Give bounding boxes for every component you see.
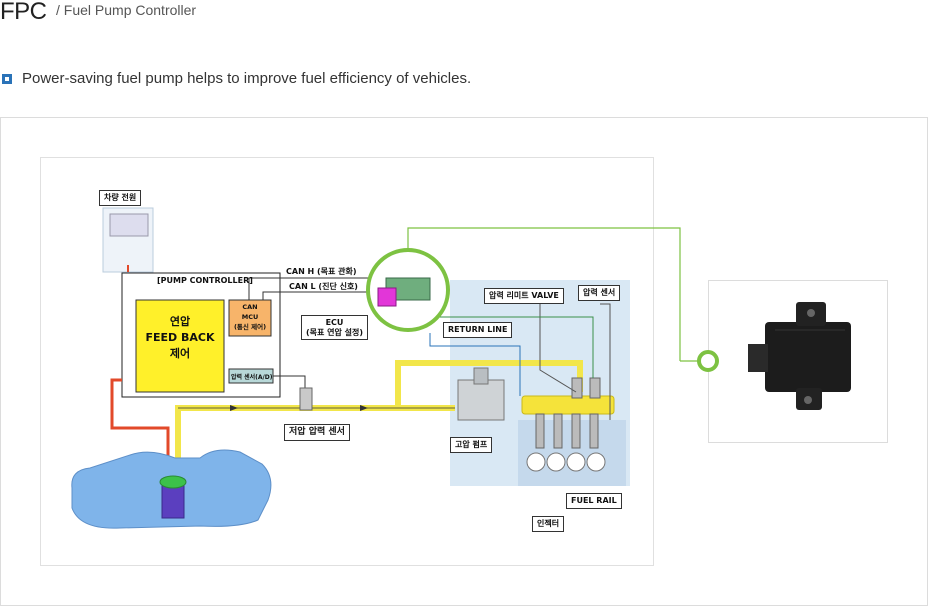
cylinder-icons	[526, 452, 606, 472]
product-callout-line	[407, 227, 681, 361]
product-callout-dot	[697, 350, 719, 372]
pressure-ad-label: 압력 센서(A/D)	[231, 374, 273, 381]
can-mcu-block	[228, 299, 272, 337]
feedback-control-block	[135, 299, 225, 393]
page-subtitle: / Fuel Pump Controller	[56, 2, 197, 18]
fuel-rail-icon	[521, 395, 615, 415]
vehicle-power-label: 차량 전원	[99, 190, 142, 206]
ecu-label-line-1: ECU	[325, 318, 344, 327]
relief-valve-label: 압력 리미트 VALVE	[484, 288, 564, 304]
fuel-rail-label: FUEL RAIL	[566, 493, 622, 509]
injector-icons	[535, 413, 599, 449]
feedback-line-2: FEED BACK	[145, 331, 215, 344]
pressure-sensor-label: 압력 센서	[578, 285, 621, 301]
can-mcu-text: CAN MCU (통신 제어)	[229, 302, 271, 332]
can-h-label: CAN H (목표 관화)	[286, 267, 357, 276]
low-pressure-sensor-icon	[299, 387, 313, 411]
high-pressure-pump-icon	[457, 379, 505, 421]
feedback-line-3: 제어	[169, 347, 191, 360]
high-pressure-pump-label: 고압 펌프	[450, 437, 493, 453]
can-mcu-line-2: MCU	[241, 313, 259, 321]
feedback-control-text: 연압 FEED BACK 제어	[138, 314, 222, 362]
ecu-label-line-2: (목표 연압 설정)	[306, 327, 364, 337]
injector-label: 인젝터	[532, 516, 565, 532]
low-pressure-sensor-label: 저압 압력 센서	[284, 424, 350, 441]
can-mcu-line-3: (통신 제어)	[233, 323, 267, 331]
return-line-label: RETURN LINE	[443, 322, 513, 338]
can-l-wire	[262, 291, 378, 300]
power-wire	[110, 378, 170, 480]
page-title: FPC	[0, 0, 47, 25]
pump-controller-label: [PUMP CONTROLLER]	[157, 276, 253, 285]
feedback-line-1: 연압	[169, 315, 191, 328]
battery-icon	[109, 213, 149, 237]
intro-text: Power-saving fuel pump helps to improve …	[22, 70, 472, 87]
can-mcu-line-1: CAN	[242, 303, 258, 311]
bullet-square-icon	[2, 74, 12, 84]
can-h-wire	[248, 277, 378, 300]
ecu-label: ECU (목표 연압 설정)	[301, 315, 369, 341]
can-l-label: CAN L (진단 신호)	[289, 282, 358, 291]
fpc-module-photo	[748, 302, 851, 410]
